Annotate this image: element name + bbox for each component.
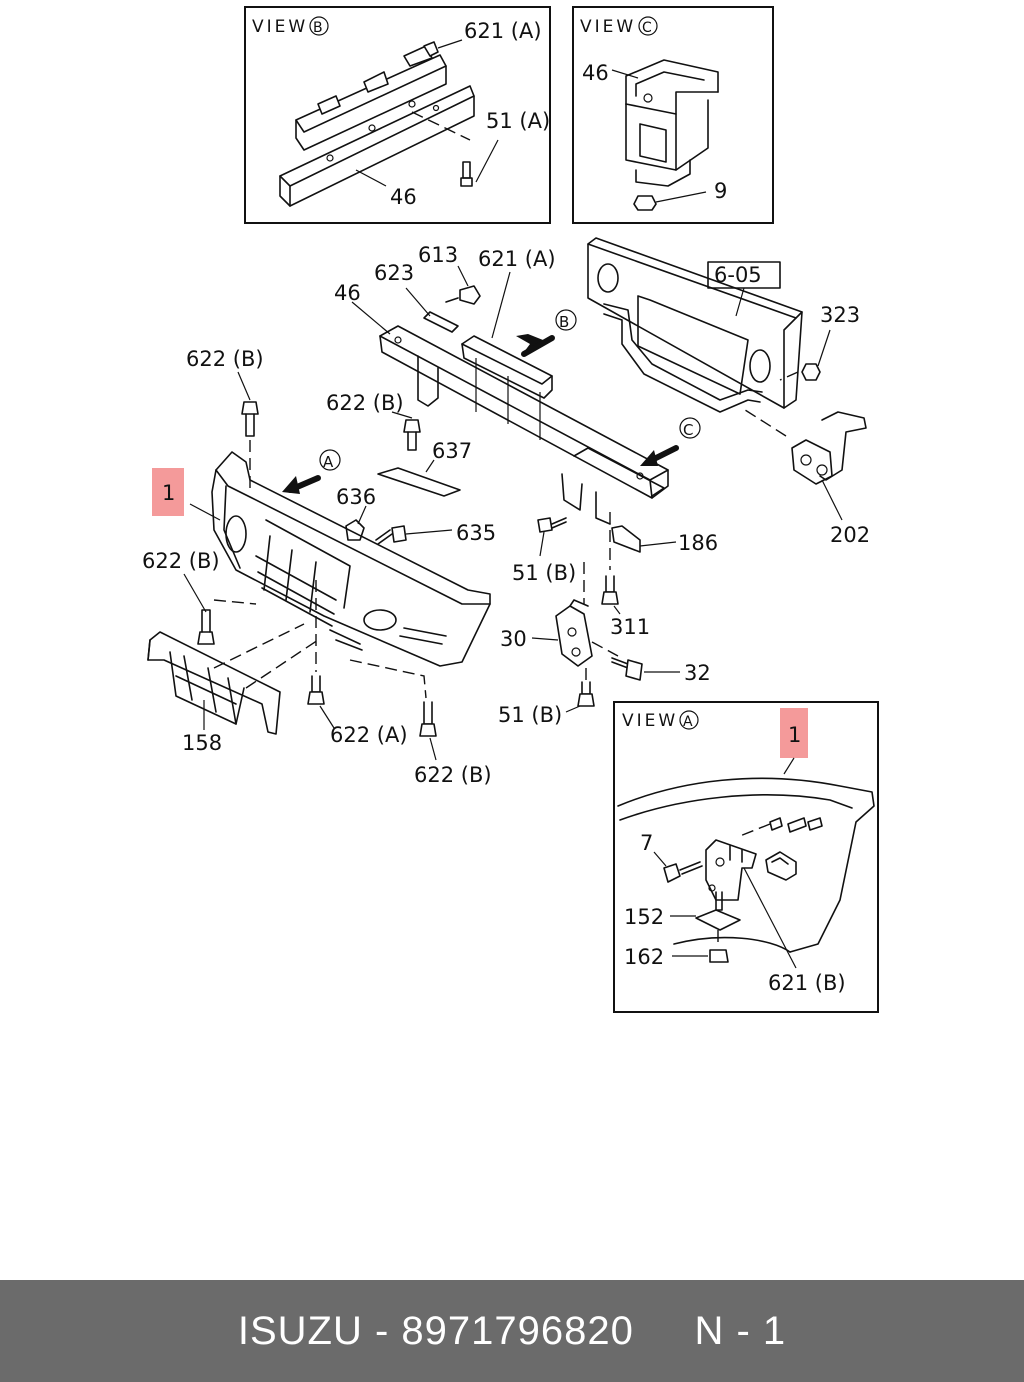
callout-635: 635 xyxy=(456,521,496,545)
view-b-callout-621a: 621 (A) xyxy=(464,19,542,43)
callout-637: 637 xyxy=(432,439,472,463)
view-a-letter: A xyxy=(683,714,693,730)
view-a-callout-152: 152 xyxy=(624,905,664,929)
callout-323: 323 xyxy=(820,303,860,327)
view-b-callout-46: 46 xyxy=(390,185,417,209)
view-c-callout-46: 46 xyxy=(582,61,609,85)
callout-622b-4: 622 (B) xyxy=(414,763,492,787)
callout-622b-1: 622 (B) xyxy=(186,347,264,371)
view-b-letter: B xyxy=(313,20,323,36)
view-b-title: VIEW xyxy=(252,17,308,37)
callout-51b-2: 51 (B) xyxy=(498,703,562,727)
view-c-callout-9: 9 xyxy=(714,179,727,203)
callout-30: 30 xyxy=(500,627,527,651)
main-assembly: 6-05 323 202 46 621 (A) xyxy=(142,237,870,787)
callout-622b-2: 622 (B) xyxy=(326,391,404,415)
parts-diagram: VIEW B 621 (A) 51 (A) 46 VIEW C xyxy=(142,6,879,1013)
callout-621a: 621 (A) xyxy=(478,247,556,271)
callout-51b-1: 51 (B) xyxy=(512,561,576,585)
view-a-callout-7: 7 xyxy=(640,831,653,855)
view-a-callout-1: 1 xyxy=(788,723,801,747)
footer-part-number: 8971796820 xyxy=(401,1309,634,1353)
callout-46: 46 xyxy=(334,281,361,305)
view-b-callout-51a: 51 (A) xyxy=(486,109,550,133)
footer-bar xyxy=(0,1280,1024,1382)
view-c-panel: VIEW C 46 9 xyxy=(572,6,774,224)
callout-622b-3: 622 (B) xyxy=(142,549,220,573)
highlight-callout-1 xyxy=(152,468,184,516)
footer-section: N - 1 xyxy=(694,1309,787,1353)
callout-158: 158 xyxy=(182,731,222,755)
callout-636: 636 xyxy=(336,485,376,509)
callout-1: 1 xyxy=(162,481,175,505)
callout-613: 613 xyxy=(418,243,458,267)
arrow-c-letter: C xyxy=(683,421,693,439)
callout-32: 32 xyxy=(684,661,711,685)
view-a-callout-621b: 621 (B) xyxy=(768,971,846,995)
arrow-a-letter: A xyxy=(323,453,334,471)
view-c-title: VIEW xyxy=(580,17,636,37)
arrow-b-letter: B xyxy=(559,313,569,331)
view-a-panel: VIEW A 1 7 152 xyxy=(613,701,879,1013)
footer-caption: ISUZU - 8971796820 N - 1 xyxy=(0,1280,1024,1382)
view-a-highlight-1 xyxy=(780,708,808,758)
callout-623: 623 xyxy=(374,261,414,285)
view-a-title: VIEW xyxy=(622,711,678,731)
footer-separator: - xyxy=(362,1309,402,1353)
callout-622a: 622 (A) xyxy=(330,723,408,747)
ref-box-6-05: 6-05 xyxy=(714,263,762,287)
view-a-callout-162: 162 xyxy=(624,945,664,969)
view-b-panel: VIEW B 621 (A) 51 (A) 46 xyxy=(244,6,551,224)
footer-brand: ISUZU xyxy=(237,1309,363,1353)
callout-202: 202 xyxy=(830,523,870,547)
callout-186: 186 xyxy=(678,531,718,555)
view-c-letter: C xyxy=(642,20,652,36)
callout-311: 311 xyxy=(610,615,650,639)
